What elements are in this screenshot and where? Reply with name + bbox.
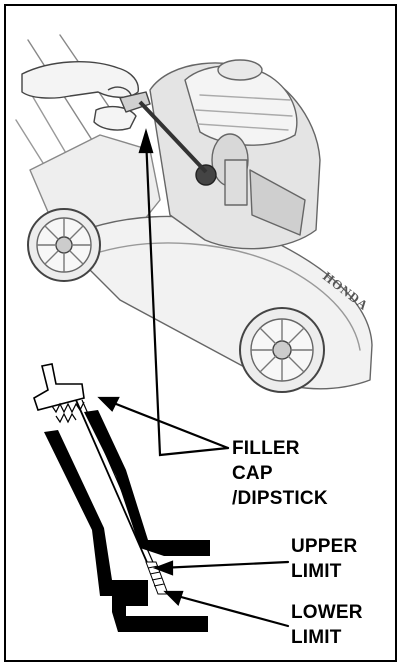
- lower-label-line-2: LIMIT: [291, 627, 342, 648]
- hand-drawing: [21, 61, 208, 174]
- upper-label-line-1: UPPER: [291, 536, 358, 557]
- arrow-upper-limit: [158, 560, 290, 570]
- lower-limit-label: LOWER LIMIT: [291, 600, 363, 650]
- filler-label-line-1: FILLER: [232, 438, 300, 459]
- arrow-to-cutaway-cap: [104, 398, 230, 450]
- upper-limit-label: UPPER LIMIT: [291, 534, 357, 584]
- filler-neck-cutaway: [33, 363, 210, 632]
- filler-label-line-2: CAP: [232, 463, 273, 484]
- filler-neck-left-wall: [44, 430, 208, 632]
- arrow-lower-limit: [168, 592, 290, 628]
- dipstick-cap: [33, 363, 85, 411]
- mower-wheel-right: [239, 307, 325, 393]
- filler-cap-dipstick-label: FILLER CAP /DIPSTICK: [232, 436, 328, 511]
- upper-label-line-2: LIMIT: [291, 561, 342, 582]
- lower-label-line-1: LOWER: [291, 602, 363, 623]
- mower-wheel-left: [27, 208, 101, 282]
- arrow-to-mower-cap: [144, 136, 230, 457]
- filler-neck-right-wall: [84, 410, 210, 556]
- dipstick-rod: [75, 399, 161, 593]
- callout-arrows: [97, 128, 290, 628]
- filler-label-line-3: /DIPSTICK: [232, 488, 328, 509]
